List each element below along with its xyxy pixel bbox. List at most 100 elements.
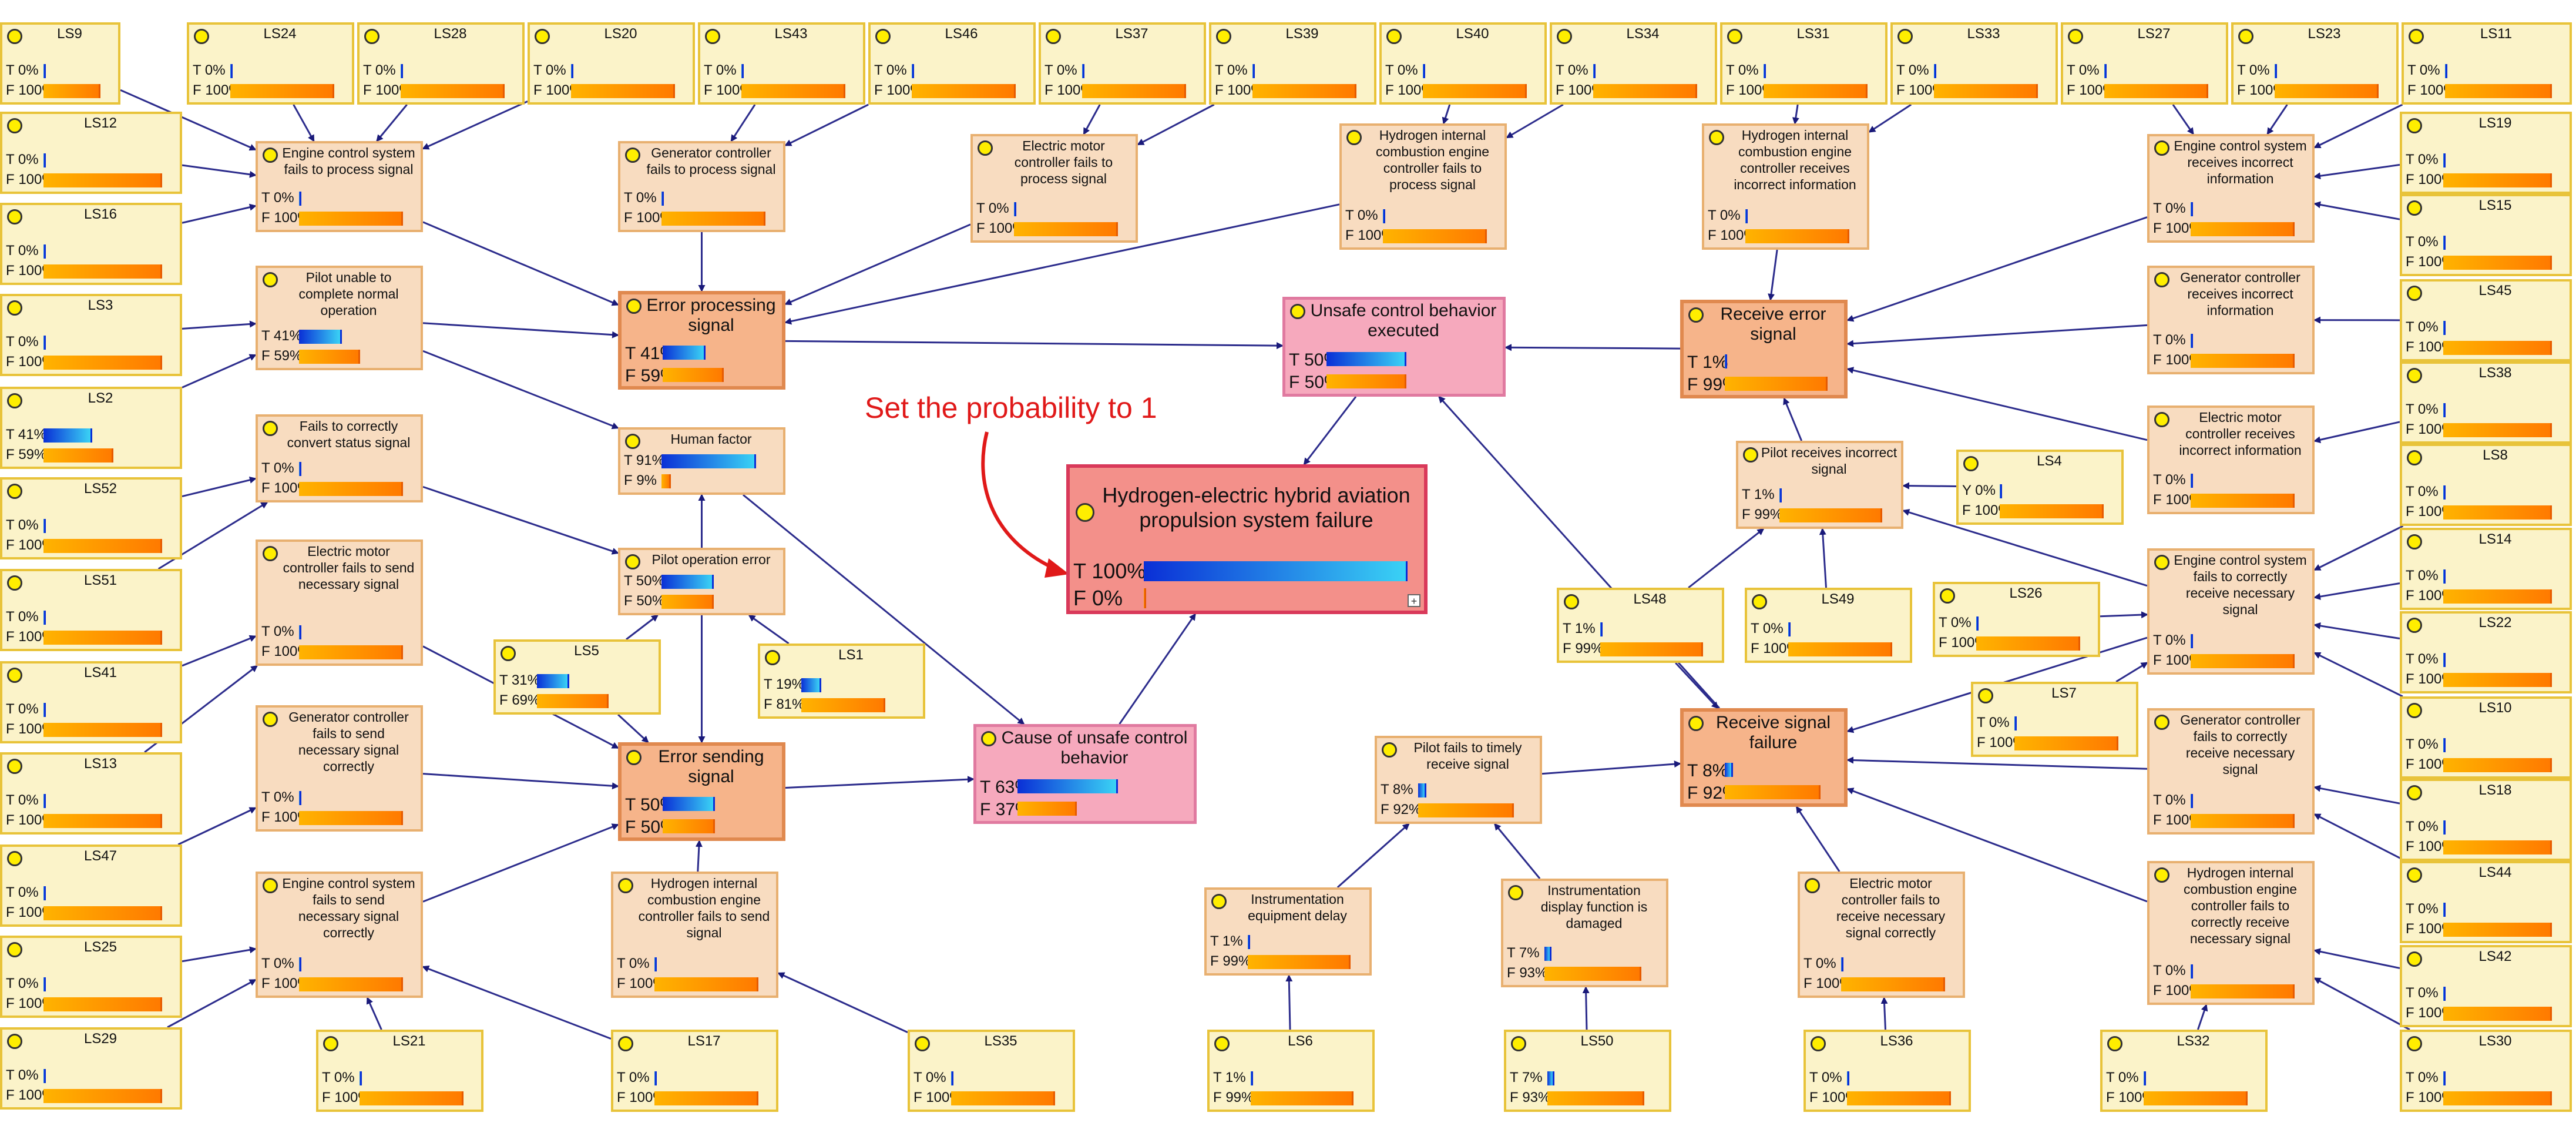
state-row-t[interactable]: T 31% — [498, 671, 656, 691]
state-row-f[interactable]: F 93% — [1506, 964, 1664, 984]
state-row-f[interactable]: F 99% — [1686, 374, 1842, 395]
state-row-t[interactable]: T 0% — [2404, 400, 2567, 420]
state-row-t[interactable]: T 50% — [1288, 349, 1500, 371]
node-gen-send[interactable]: Generator controller fails to send neces… — [256, 705, 423, 832]
state-row-t[interactable]: T 41% — [624, 343, 780, 365]
node-hice-correct-receive[interactable]: Hydrogen internal combustion engine cont… — [2147, 861, 2315, 1005]
state-row-t[interactable]: T 1% — [1209, 932, 1367, 952]
state-row-f[interactable]: F 100% — [1384, 81, 1542, 101]
state-row-t[interactable]: T 0% — [1344, 206, 1502, 226]
state-row-f[interactable]: F 100% — [2152, 219, 2310, 239]
state-row-t[interactable]: T 0% — [2105, 1068, 2263, 1088]
state-row-t[interactable]: T 0% — [2152, 471, 2310, 491]
state-row-f[interactable]: F 100% — [5, 811, 177, 831]
state-row-f[interactable]: F 100% — [2236, 81, 2394, 101]
node-instr-damaged[interactable]: Instrumentation display function is dama… — [1501, 879, 1668, 987]
state-row-f[interactable]: F 100% — [192, 81, 350, 101]
state-row-t[interactable]: T 0% — [1802, 954, 1960, 974]
state-row-f[interactable]: F 100% — [2065, 81, 2224, 101]
node-em-receive-sig[interactable]: Electric motor controller fails to recei… — [1798, 872, 1965, 998]
state-row-f[interactable]: F 100% — [362, 81, 520, 101]
state-row-f[interactable]: F 59% — [260, 347, 418, 367]
state-row-t[interactable]: T 0% — [5, 242, 177, 262]
state-row-t[interactable]: T 0% — [321, 1068, 479, 1088]
state-row-f[interactable]: F 100% — [2404, 253, 2567, 273]
state-row-t[interactable]: T 0% — [873, 61, 1031, 81]
state-row-f[interactable]: F 100% — [1707, 226, 1865, 246]
state-row-f[interactable]: F 100% — [703, 81, 861, 101]
state-row-t[interactable]: T 0% — [1554, 61, 1712, 81]
state-row-t[interactable]: T 0% — [532, 61, 690, 81]
state-row-t[interactable]: T 0% — [260, 622, 418, 642]
state-row-f[interactable]: F 100% — [2404, 755, 2567, 775]
state-row-t[interactable]: T 0% — [2404, 567, 2567, 587]
node-ecs-receive[interactable]: Engine control system receives incorrect… — [2147, 134, 2315, 243]
state-row-t[interactable]: T 100% — [1072, 558, 1422, 585]
state-row-f[interactable]: F 100% — [2152, 491, 2310, 511]
state-row-f[interactable]: F 100% — [2404, 1088, 2567, 1108]
node-ecs-send[interactable]: Engine control system fails to send nece… — [256, 872, 423, 998]
node-gen-process[interactable]: Generator controller fails to process si… — [618, 141, 785, 232]
node-em-process[interactable]: Electric motor controller fails to proce… — [970, 134, 1138, 243]
state-row-f[interactable]: F 100% — [2406, 81, 2567, 101]
state-row-t[interactable]: T 0% — [2152, 791, 2310, 811]
state-row-f[interactable]: F 100% — [2404, 587, 2567, 606]
node-fail-convert[interactable]: Fails to correctly convert status signal… — [256, 414, 423, 502]
state-row-f[interactable]: F 100% — [5, 994, 177, 1014]
state-row-f[interactable]: F 100% — [616, 974, 774, 994]
state-row-t[interactable]: T 0% — [2406, 61, 2567, 81]
state-row-f[interactable]: F 100% — [1802, 974, 1960, 994]
node-pilot-unable[interactable]: Pilot unable to complete normal operatio… — [256, 266, 423, 370]
state-row-t[interactable]: T 0% — [5, 791, 177, 811]
state-row-f[interactable]: F 59% — [5, 445, 177, 465]
node-hice-process[interactable]: Hydrogen internal combustion engine cont… — [1339, 123, 1507, 250]
state-row-t[interactable]: T 7% — [1509, 1068, 1667, 1088]
state-row-f[interactable]: F 100% — [1214, 81, 1372, 101]
state-row-t[interactable]: T 50% — [623, 572, 781, 592]
state-row-t[interactable]: T 0% — [1976, 713, 2134, 733]
state-row-t[interactable]: T 0% — [260, 459, 418, 479]
state-row-t[interactable]: T 0% — [2404, 817, 2567, 837]
state-row-t[interactable]: T 0% — [260, 788, 418, 808]
state-row-f[interactable]: F 50% — [1288, 371, 1500, 394]
state-row-t[interactable]: T 0% — [1043, 61, 1201, 81]
state-row-f[interactable]: F 100% — [1895, 81, 2053, 101]
state-row-f[interactable]: F 100% — [260, 642, 418, 662]
state-row-f[interactable]: F 92% — [1379, 800, 1537, 820]
state-row-t[interactable]: T 0% — [2404, 735, 2567, 755]
state-row-y[interactable]: Y 0% — [1961, 481, 2119, 501]
state-row-t[interactable]: T 0% — [1937, 614, 2095, 634]
state-row-t[interactable]: T 63% — [979, 776, 1191, 799]
state-row-f[interactable]: F 100% — [321, 1088, 479, 1108]
node-em-send[interactable]: Electric motor controller fails to send … — [256, 539, 423, 666]
state-row-f[interactable]: F 100% — [5, 81, 116, 101]
state-row-f[interactable]: F 81% — [763, 695, 921, 715]
state-row-f[interactable]: F 69% — [498, 691, 656, 711]
state-row-f[interactable]: F 100% — [260, 209, 418, 229]
node-ecs-correct-receive[interactable]: Engine control system fails to correctly… — [2147, 548, 2315, 675]
state-row-f[interactable]: F 100% — [975, 219, 1133, 239]
state-row-t[interactable]: T 0% — [2065, 61, 2224, 81]
